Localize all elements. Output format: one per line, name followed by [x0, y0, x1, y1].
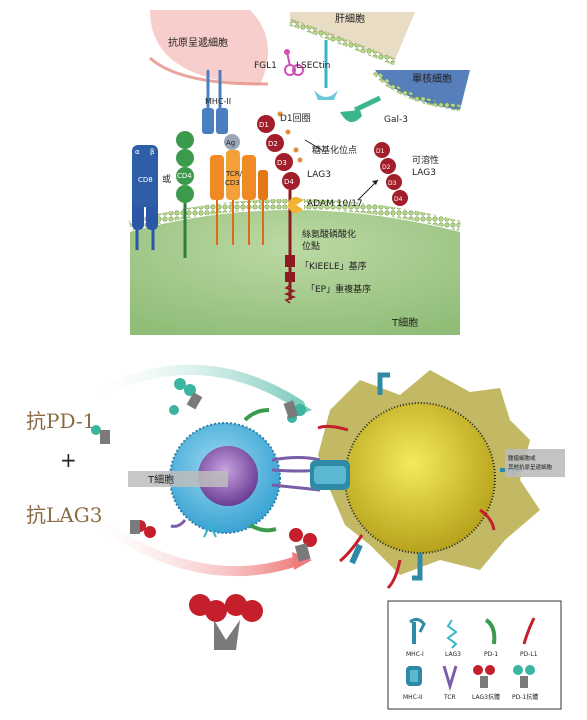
lag3-domains	[257, 111, 303, 190]
apc-cell	[150, 10, 268, 85]
legend-box: MHC-I LAG3 PD-1 PD-L1 MHC-II TCR LAG3抗體 …	[387, 600, 562, 710]
anti-lag3-arrow	[90, 515, 305, 577]
d3-label: D3	[277, 159, 287, 167]
legend-icon-lag3-antibody	[473, 665, 495, 688]
legend-lag3: LAG3	[445, 651, 461, 658]
legend-lag3-antibody: LAG3抗體	[472, 693, 500, 701]
kieele-label: 「KIEELE」基序	[300, 260, 367, 272]
tumor-label-2: 其他抗原呈遞細胞	[508, 463, 553, 471]
mhc2-molecule	[202, 70, 228, 134]
fgl1-label: FGL1	[254, 61, 277, 71]
anti-pd1-arrow	[90, 364, 305, 410]
anti-pd1-label: 抗PD-1	[26, 409, 95, 433]
tumor-label-bar	[505, 449, 565, 477]
antigen	[224, 134, 240, 150]
liver-label: 肝細胞	[335, 12, 365, 25]
pd1-antibody-2	[283, 400, 306, 423]
cd8-alpha: α	[135, 148, 140, 156]
soluble-label-2: LAG3	[412, 168, 436, 178]
legend-pdl1: PD-L1	[520, 651, 538, 658]
sd4-label: D4	[394, 196, 403, 203]
legend-tcr: TCR	[443, 694, 456, 701]
legend-icon-tcr	[442, 665, 458, 692]
legend-icon-mhc2	[406, 666, 422, 686]
t-cell-label-bottom: T細胞	[147, 473, 174, 486]
pd1-antibody-3	[91, 425, 110, 444]
glyco-label: 糖基化位点	[312, 144, 357, 156]
sd3-label: D3	[388, 180, 397, 187]
t-cell-label: T細胞	[391, 316, 418, 329]
cd8-receptor	[132, 145, 158, 250]
legend-mhc1: MHC-I	[406, 651, 424, 658]
mhc2-label: MHC-II	[205, 97, 231, 106]
apc-label: 抗原呈遞細胞	[168, 36, 228, 49]
tcr-label: TCR/	[225, 170, 243, 178]
lsectin-label: LSECtin	[296, 61, 330, 71]
d1-loop-label: D1回圈	[280, 113, 311, 124]
soluble-label-1: 可溶性	[412, 154, 439, 166]
ag-label: Ag	[226, 139, 235, 147]
pd1-antibody	[169, 378, 203, 415]
lag3-antibody-2	[289, 528, 317, 562]
d1-label: D1	[259, 121, 269, 129]
tcr-mhc-contacts	[271, 456, 350, 492]
cd8-label: CD8	[138, 176, 153, 184]
bottom-panel: 抗PD-1 + 抗LAG3 T細胞	[26, 364, 565, 650]
d2-label: D2	[268, 140, 278, 148]
anti-lag3-label: 抗LAG3	[26, 503, 102, 527]
sd2-label: D2	[382, 164, 391, 171]
sd1-label: D1	[376, 148, 385, 155]
lag3-antibody	[130, 520, 156, 538]
cd4-receptor	[176, 131, 194, 258]
gal3-label: Gal-3	[384, 115, 408, 125]
legend-icon-mhc1	[409, 617, 426, 644]
gal3-ligand	[340, 95, 382, 123]
cd8-beta: β	[150, 148, 154, 156]
cd4-label: CD4	[177, 172, 192, 180]
monocyte-label: 單核細胞	[412, 72, 452, 85]
top-panel: 抗原呈遞細胞 肝細胞 單核細胞 FGL1 LSECtin Gal-3	[128, 10, 470, 335]
lag3-label: LAG3	[307, 170, 331, 180]
tumor-label-1: 腫瘤細胞或	[508, 454, 536, 462]
adam-label: ADAM 10/17	[307, 199, 363, 209]
lag3-antibody-large	[189, 594, 263, 650]
fgl1-ligand	[284, 49, 304, 76]
ser-label-1: 絲氨酸磷酸化	[302, 228, 356, 240]
d4-label: D4	[284, 178, 294, 186]
ser-label-2: 位點	[302, 240, 320, 252]
legend-icon-pd1-antibody	[513, 665, 535, 688]
plus-label: +	[60, 448, 77, 472]
legend-pd1: PD-1	[484, 651, 498, 658]
tumor-cell	[345, 403, 495, 553]
cd3-label: CD3	[225, 179, 240, 187]
legend-icon-pd1	[484, 618, 497, 645]
or-label: 或	[162, 173, 171, 185]
legend-icon-pdl1	[522, 617, 536, 645]
lsectin-ligand	[314, 40, 338, 100]
ep-label: 「EP」重複基序	[306, 283, 371, 295]
legend-pd1-antibody: PD-1抗體	[512, 693, 538, 701]
t-cell-label-bar	[128, 471, 228, 487]
tcell-lag3-receptors	[170, 408, 277, 538]
monocyte-cell	[375, 70, 470, 110]
tcr-cd3-complex	[210, 150, 268, 245]
liver-cell	[290, 12, 415, 60]
legend-icon-lag3	[446, 619, 458, 649]
legend-mhc2: MHC-II	[403, 694, 423, 701]
soluble-lag3	[374, 142, 408, 206]
